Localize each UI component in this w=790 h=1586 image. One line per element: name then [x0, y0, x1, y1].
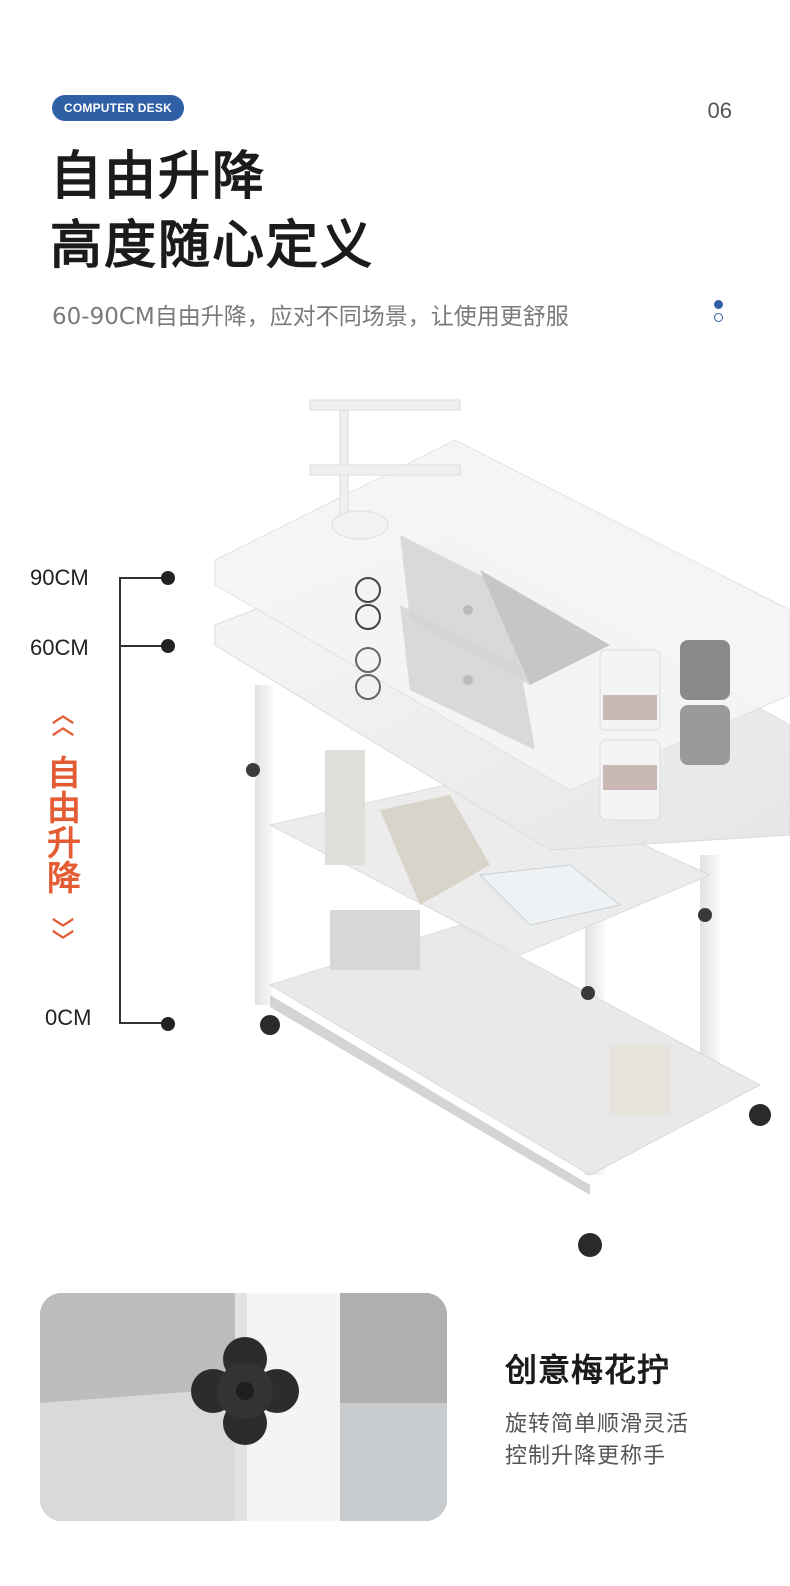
pagination-dots — [714, 300, 726, 326]
feature-title: 创意梅花拧 — [505, 1351, 671, 1389]
lift-char-3: 升 — [47, 824, 81, 864]
desk-illustration — [214, 399, 790, 1257]
scale-dot-60 — [161, 639, 175, 653]
chevron-down-icon: ﹀﹀ — [51, 918, 74, 955]
chevron-up-icon: ︿︿ — [51, 703, 74, 740]
subtitle: 60-90CM自由升降，应对不同场景，让使用更舒服 — [52, 304, 569, 330]
knob-closeup-photo — [40, 1293, 447, 1521]
scale-tick-90 — [119, 577, 167, 579]
height-label-90: 90CM — [30, 565, 89, 590]
scale-vertical-line — [119, 577, 121, 1024]
scale-dot-0 — [161, 1017, 175, 1031]
page-number: 06 — [707, 98, 732, 123]
height-label-60: 60CM — [30, 635, 89, 660]
pagination-dot-active — [714, 300, 723, 309]
lift-char-1: 自 — [47, 754, 81, 794]
scale-dot-90 — [161, 571, 175, 585]
headline-line-2: 高度随心定义 — [50, 216, 375, 276]
lift-char-2: 由 — [47, 789, 81, 829]
headline-line-1: 自由升降 — [50, 147, 267, 207]
feature-description-line-1: 旋转简单顺滑灵活 — [505, 1412, 690, 1437]
scale-tick-0 — [119, 1022, 167, 1024]
lift-char-4: 降 — [47, 859, 81, 899]
scale-tick-60 — [119, 645, 167, 647]
category-badge: COMPUTER DESK — [52, 95, 184, 121]
lift-label: 自 由 升 降 — [40, 757, 88, 897]
feature-description-line-2: 控制升降更称手 — [505, 1444, 667, 1469]
height-label-0: 0CM — [45, 1005, 92, 1030]
pagination-dot-inactive — [714, 313, 723, 322]
knob-closeup-illustration — [40, 1293, 447, 1521]
